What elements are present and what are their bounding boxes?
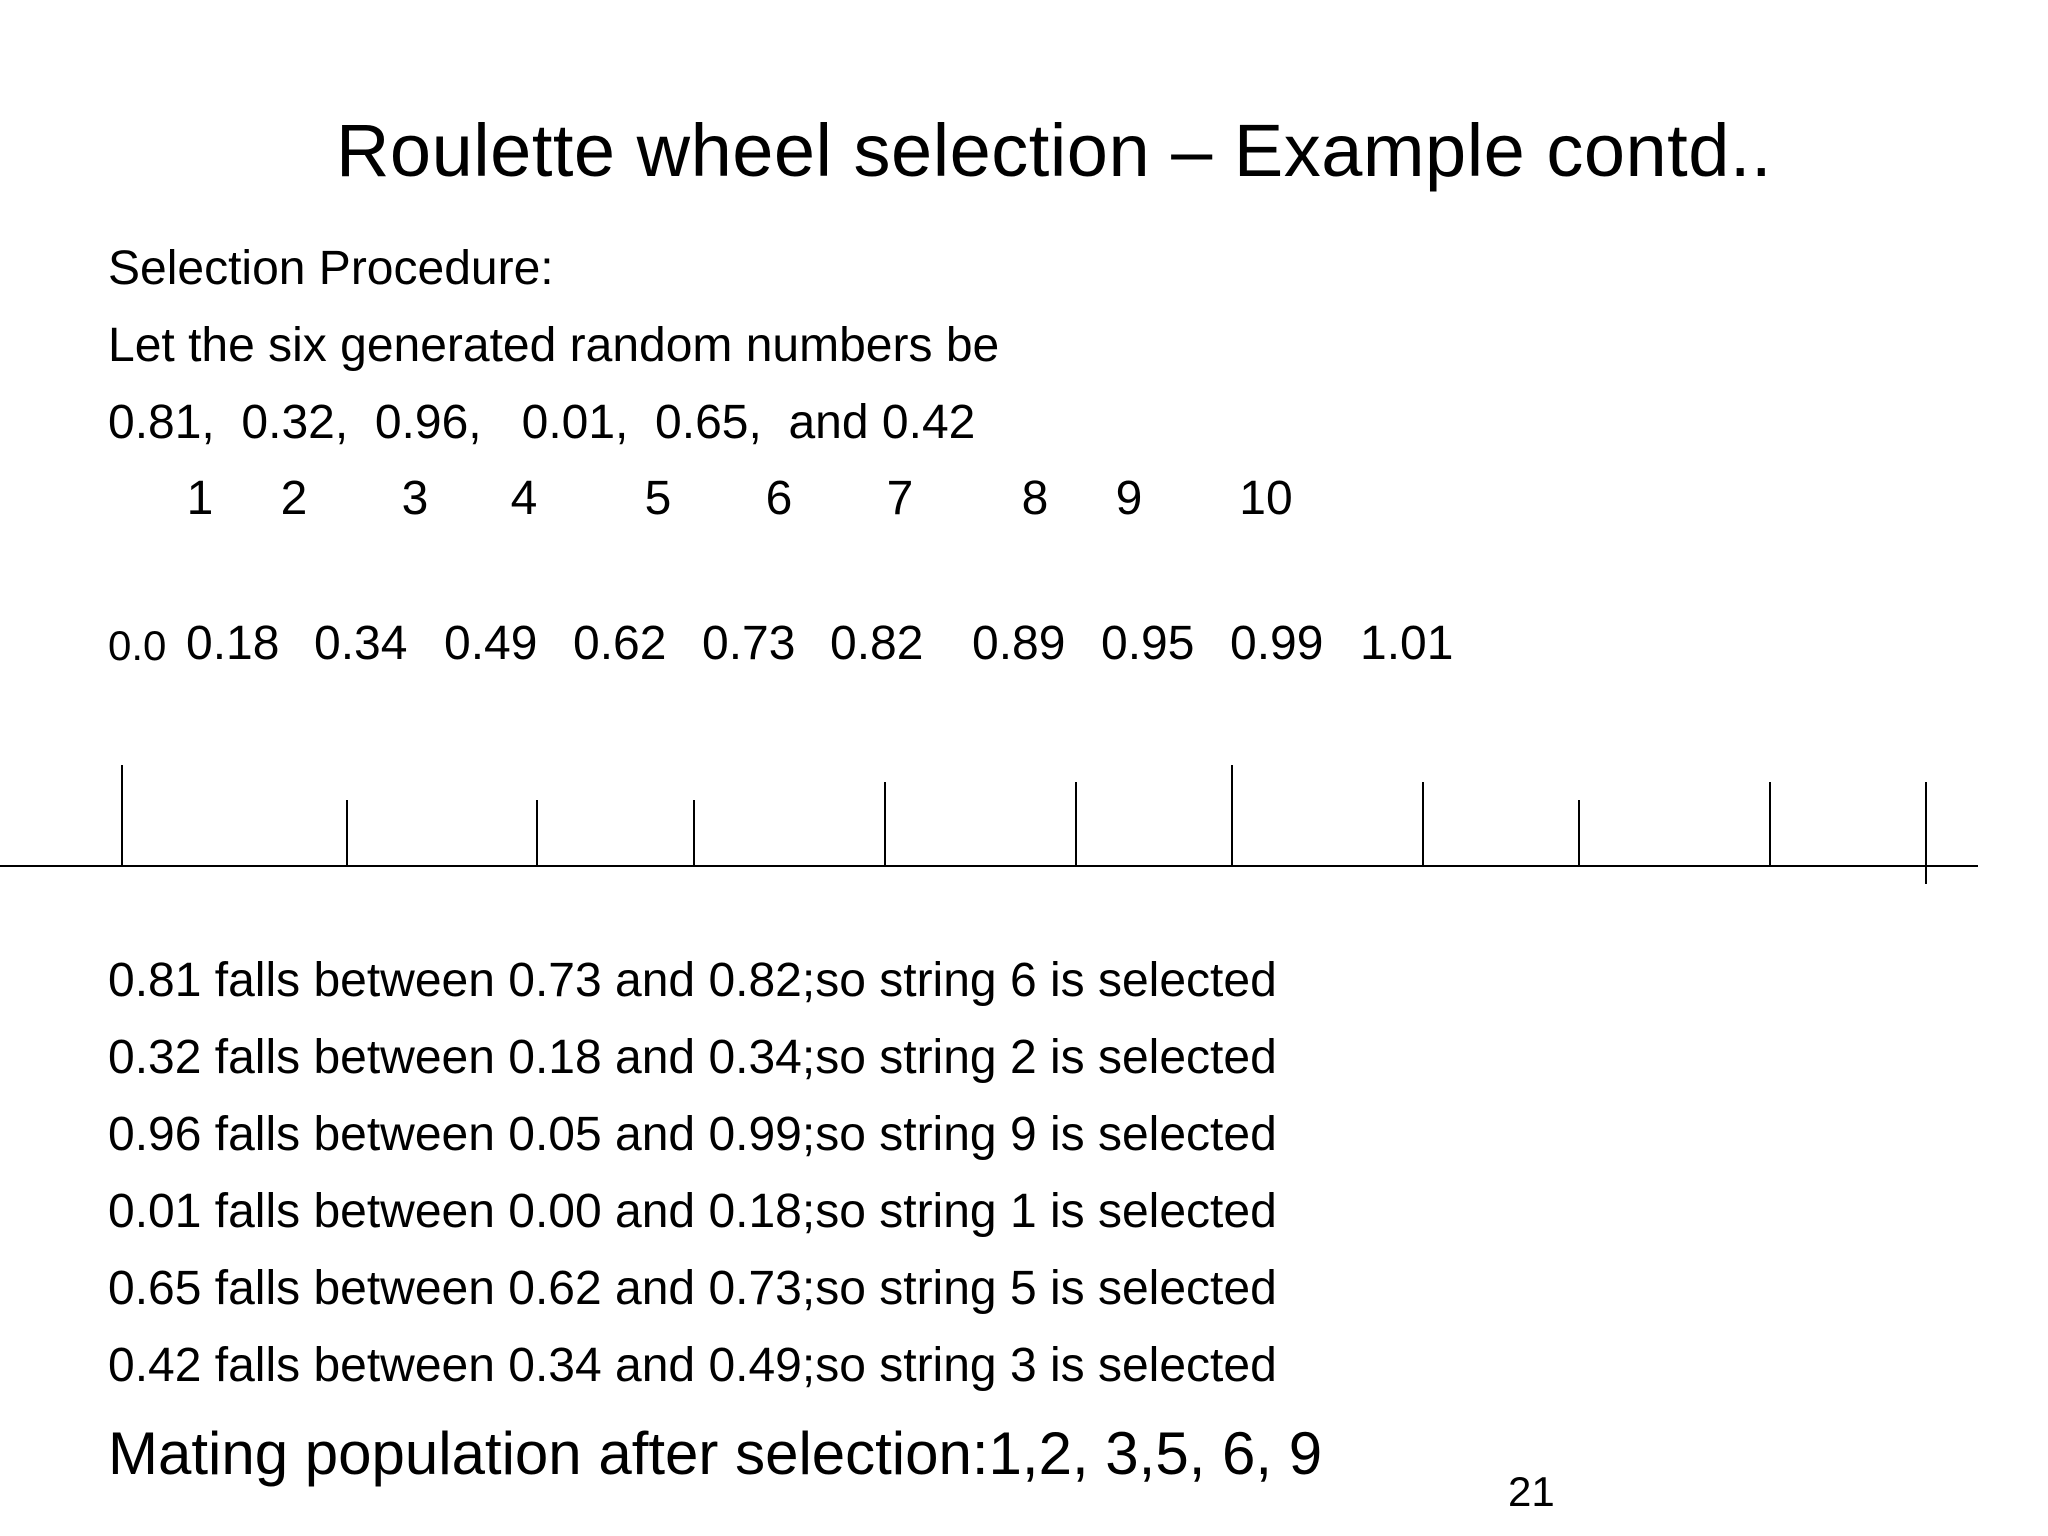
- string-index-label: 8: [1021, 472, 1049, 525]
- selection-result-line: 0.01 falls between 0.00 and 0.18;so stri…: [108, 1185, 1277, 1238]
- cumulative-bound-label: 1.01: [1360, 617, 1454, 670]
- intro-text: Let the six generated random numbers be: [108, 319, 1000, 372]
- page-number: 21: [1508, 1468, 1555, 1515]
- cumulative-bound-label: 0.99: [1230, 617, 1324, 670]
- cumulative-bound-label: 0.73: [702, 617, 796, 670]
- cumulative-bound-label: 0.0: [108, 622, 167, 669]
- cumulative-bound-label: 0.34: [314, 617, 408, 670]
- cumulative-bound-label: 0.89: [972, 617, 1066, 670]
- string-index-label: 4: [510, 472, 538, 525]
- string-index-label: 7: [886, 472, 914, 525]
- string-index-label: 5: [644, 472, 672, 525]
- cumulative-bound-label: 0.62: [573, 617, 667, 670]
- string-index-label: 3: [401, 472, 429, 525]
- selection-result-line: 0.42 falls between 0.34 and 0.49;so stri…: [108, 1339, 1277, 1392]
- mating-population-summary: Mating population after selection:1,2, 3…: [108, 1420, 1323, 1487]
- selection-result-line: 0.96 falls between 0.05 and 0.99;so stri…: [108, 1108, 1277, 1161]
- selection-result-line: 0.81 falls between 0.73 and 0.82;so stri…: [108, 954, 1277, 1007]
- random-numbers-line: 0.81, 0.32, 0.96, 0.01, 0.65, and 0.42: [108, 396, 976, 449]
- string-index-label: 2: [280, 472, 308, 525]
- slide-title: Roulette wheel selection – Example contd…: [335, 109, 1773, 192]
- string-index-label: 10: [1239, 472, 1293, 525]
- selection-result-line: 0.32 falls between 0.18 and 0.34;so stri…: [108, 1031, 1277, 1084]
- string-index-label: 9: [1115, 472, 1143, 525]
- string-index-label: 1: [186, 472, 214, 525]
- cumulative-bound-label: 0.95: [1101, 617, 1195, 670]
- string-index-label: 6: [765, 472, 793, 525]
- number-line: [0, 765, 1978, 884]
- cumulative-bound-label: 0.49: [444, 617, 538, 670]
- cumulative-bound-label: 0.82: [830, 617, 924, 670]
- selection-result-line: 0.65 falls between 0.62 and 0.73;so stri…: [108, 1262, 1277, 1315]
- cumulative-bound-label: 0.18: [186, 617, 280, 670]
- section-heading: Selection Procedure:: [108, 242, 554, 295]
